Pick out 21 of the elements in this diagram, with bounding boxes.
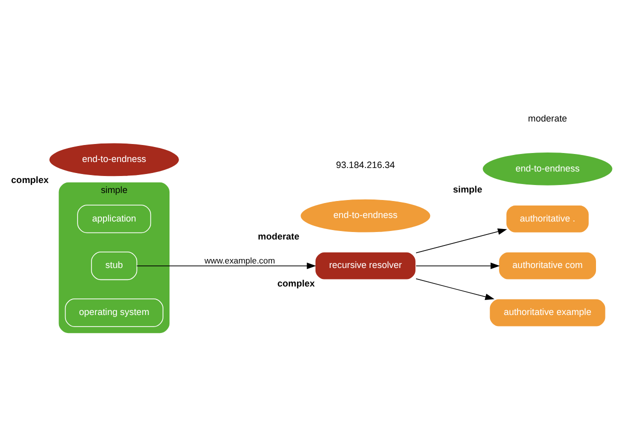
node-label: simple	[453, 184, 482, 194]
node-box: stub	[91, 252, 138, 280]
node-ellipse: end-to-endness	[48, 142, 180, 177]
node-box: operating system	[64, 298, 164, 327]
node-label: complex	[277, 278, 315, 288]
node-box: authoritative com	[498, 252, 597, 280]
node-ellipse: end-to-endness	[482, 152, 614, 186]
node-label: complex	[11, 175, 49, 186]
node-box: recursive resolver	[314, 252, 416, 280]
node-box: authoritative example	[489, 298, 606, 327]
arrow	[416, 278, 494, 300]
arrow	[416, 262, 500, 270]
node-label: moderate	[258, 231, 300, 242]
label: 93.184.216.34	[336, 160, 395, 170]
node-box: authoritative .	[506, 204, 590, 234]
label: moderate	[528, 113, 568, 124]
edge-label: www.example.com	[204, 255, 276, 266]
arrow	[136, 262, 316, 270]
arrow	[416, 228, 508, 254]
node-box: application	[77, 204, 152, 234]
node-ellipse: end-to-endness	[300, 198, 431, 234]
